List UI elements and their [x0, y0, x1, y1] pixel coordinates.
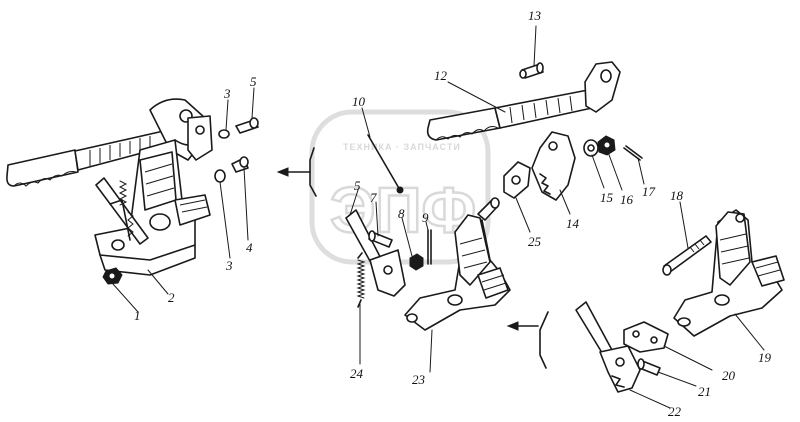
- callout-10: 10: [352, 94, 366, 109]
- callout-24: 24: [350, 366, 364, 381]
- center-assembly: [345, 134, 511, 331]
- center-direction-arrow: [506, 311, 549, 369]
- callout-1: 1: [134, 308, 141, 323]
- callout-4: 4: [246, 240, 253, 255]
- callout-5-left: 5: [250, 74, 257, 89]
- callout-21: 21: [698, 384, 711, 399]
- callout-23: 23: [412, 372, 426, 387]
- callout-9: 9: [422, 210, 429, 225]
- watermark-big-text: ЭПФ: [330, 174, 476, 246]
- left-direction-arrow: [276, 147, 317, 197]
- callout-25: 25: [528, 234, 542, 249]
- leader-lines: [112, 25, 765, 409]
- left-fasteners: [214, 117, 259, 183]
- left-assembly: [6, 98, 213, 285]
- callout-17: 17: [642, 184, 656, 199]
- callout-16: 16: [620, 192, 634, 207]
- callout-3-top: 3: [223, 86, 231, 101]
- callout-5-center: 5: [354, 178, 361, 193]
- callout-19: 19: [758, 350, 772, 365]
- right-assembly: [575, 209, 785, 393]
- lever-12: [426, 61, 621, 141]
- callout-labels: 1 2 3 3 4 5 5 7 8 9 10 12 13 14 15 16 17…: [134, 8, 772, 419]
- callout-13: 13: [528, 8, 542, 23]
- ratchet-parts: [503, 131, 643, 201]
- callout-15: 15: [600, 190, 614, 205]
- callout-12: 12: [434, 68, 448, 83]
- callout-20: 20: [722, 368, 736, 383]
- watermark-top-text: ТЕХНИКА · ЗАПЧАСТИ: [343, 142, 461, 152]
- callout-8: 8: [398, 206, 405, 221]
- callout-2: 2: [168, 290, 175, 305]
- callout-18: 18: [670, 188, 684, 203]
- callout-14: 14: [566, 216, 580, 231]
- callout-3-bottom: 3: [225, 258, 233, 273]
- callout-22: 22: [668, 404, 682, 419]
- callout-7: 7: [370, 190, 377, 205]
